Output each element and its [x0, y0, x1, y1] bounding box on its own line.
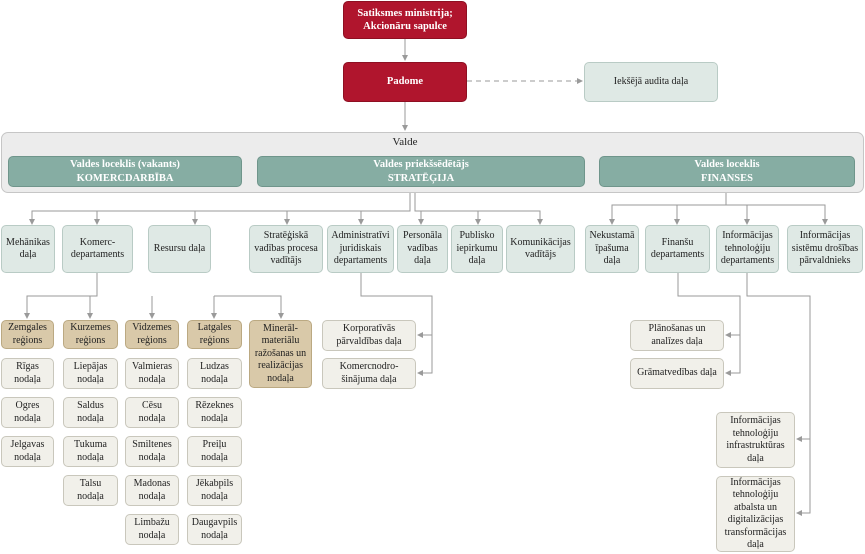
- fin-sub-plan-label: Plānošanas un analīzes daļa: [648, 323, 706, 347]
- branch-node: Limbažu nodaļa: [125, 514, 179, 545]
- region-vidzeme: Vidzemes reģions: [125, 320, 179, 349]
- admin-sub-corp: Korporatīvās pārvaldības daļa: [322, 320, 416, 351]
- unit-personal: Personāla vadības daļa: [397, 225, 448, 273]
- admin-sub-corp-label: Korporatīvās pārvaldības daļa: [336, 323, 402, 347]
- branch-node: Smiltenes nodaļa: [125, 436, 179, 467]
- unit-sec-label: Informācijas sistēmu drošības pārvaldnie…: [791, 230, 859, 267]
- unit-komerc: Komerc-departaments: [62, 225, 133, 273]
- board-right-sub: FINANSES: [701, 172, 753, 184]
- branch-node: Liepājas nodaļa: [63, 358, 118, 389]
- branch-label: Preiļu nodaļa: [201, 439, 228, 463]
- audit-box: Iekšējā audita daļa: [584, 62, 718, 102]
- branch-node: Rīgas nodaļa: [1, 358, 54, 389]
- region-zemgale: Zemgales reģions: [1, 320, 54, 349]
- board-chairman-strategy: Valdes priekšsēdētājs STRATĒĢIJA: [257, 156, 585, 187]
- branch-label: Liepājas nodaļa: [73, 361, 108, 385]
- branch-label: Cēsu nodaļa: [138, 400, 166, 424]
- branch-node: Madonas nodaļa: [125, 475, 179, 506]
- fin-sub-acct-label: Grāmatvedības daļa: [637, 367, 717, 379]
- branch-label: Limbažu nodaļa: [134, 517, 170, 541]
- branch-node: Valmieras nodaļa: [125, 358, 179, 389]
- branch-node: Tukuma nodaļa: [63, 436, 118, 467]
- board-center-title: Valdes priekšsēdētājs: [373, 159, 469, 171]
- it-sub-support: Informācijas tehnoloģiju atbalsta un dig…: [716, 476, 795, 552]
- unit-finansu-label: Finanšu departaments: [650, 236, 705, 261]
- unit-nekust-label: Nekustamā īpašuma daļa: [589, 230, 635, 267]
- unit-strat-label: Stratēģiskā vadības procesa vadītājs: [254, 230, 318, 267]
- ministry-label: Satiksmes ministrija; Akcionāru sapulce: [357, 7, 453, 32]
- unit-publisko-label: Publisko iepirkumu daļa: [456, 230, 498, 267]
- admin-sub-trade-label: Komercnodro-šinājuma daļa: [339, 361, 399, 385]
- unit-admin-label: Administratīvi juridiskais departaments: [331, 230, 390, 267]
- board-center-sub: STRATĒĢIJA: [387, 172, 455, 184]
- region-kurzeme-label: Kurzemes reģions: [70, 322, 111, 346]
- unit-finansu: Finanšu departaments: [645, 225, 710, 273]
- branch-label: Valmieras nodaļa: [132, 361, 172, 385]
- branch-node: Jēkabpils nodaļa: [187, 475, 242, 506]
- fin-sub-acct: Grāmatvedības daļa: [630, 358, 724, 389]
- unit-personal-label: Personāla vadības daļa: [403, 230, 442, 267]
- branch-node: Preiļu nodaļa: [187, 436, 242, 467]
- unit-publisko: Publisko iepirkumu daļa: [451, 225, 503, 273]
- board-label: Valde: [392, 136, 418, 148]
- branch-label: Tukuma nodaļa: [74, 439, 107, 463]
- board-left-sub: KOMERCDARBĪBA: [76, 172, 174, 184]
- region-latgale: Latgales reģions: [187, 320, 242, 349]
- region-vidzeme-label: Vidzemes reģions: [132, 322, 172, 346]
- unit-komunik-label: Komunikācijas vadītājs: [510, 236, 571, 261]
- branch-node: Ludzas nodaļa: [187, 358, 242, 389]
- unit-mech-label: Mehānikas daļa: [6, 236, 50, 261]
- board-left-title: Valdes loceklis (vakants): [70, 159, 180, 171]
- council-box: Padome: [343, 62, 467, 102]
- branch-label: Jēkabpils nodaļa: [195, 478, 234, 502]
- unit-strat: Stratēģiskā vadības procesa vadītājs: [249, 225, 323, 273]
- unit-admin: Administratīvi juridiskais departaments: [327, 225, 394, 273]
- branch-label: Talsu nodaļa: [77, 478, 104, 502]
- branch-label: Ogres nodaļa: [14, 400, 41, 424]
- board-member-commerce: Valdes loceklis (vakants) KOMERCDARBĪBA: [8, 156, 242, 187]
- unit-resursu: Resursu daļa: [148, 225, 211, 273]
- unit-it-label: Informācijas tehnoloģiju departaments: [720, 230, 775, 267]
- board-right-title: Valdes loceklis: [694, 159, 760, 171]
- council-label: Padome: [386, 76, 424, 88]
- branch-label: Jelgavas nodaļa: [10, 439, 45, 463]
- branch-label: Rēzeknes nodaļa: [195, 400, 234, 424]
- it-sub-infra-label: Informācijas tehnoloģiju infrastruktūras…: [726, 415, 785, 464]
- it-sub-support-label: Informācijas tehnoloģiju atbalsta un dig…: [724, 476, 787, 551]
- unit-komerc-label: Komerc-departaments: [70, 236, 125, 261]
- branch-node: Ogres nodaļa: [1, 397, 54, 428]
- unit-it: Informācijas tehnoloģiju departaments: [716, 225, 779, 273]
- region-kurzeme: Kurzemes reģions: [63, 320, 118, 349]
- branch-label: Rīgas nodaļa: [14, 361, 41, 385]
- branch-node: Cēsu nodaļa: [125, 397, 179, 428]
- audit-label: Iekšējā audita daļa: [613, 75, 689, 87]
- branch-label: Daugavpils nodaļa: [191, 517, 238, 541]
- branch-node: Jelgavas nodaļa: [1, 436, 54, 467]
- branch-node: Rēzeknes nodaļa: [187, 397, 242, 428]
- branch-node: Daugavpils nodaļa: [187, 514, 242, 545]
- it-sub-infra: Informācijas tehnoloģiju infrastruktūras…: [716, 412, 795, 468]
- admin-sub-trade: Komercnodro-šinājuma daļa: [322, 358, 416, 389]
- unit-mech: Mehānikas daļa: [1, 225, 55, 273]
- branch-node: Saldus nodaļa: [63, 397, 118, 428]
- unit-komunik: Komunikācijas vadītājs: [506, 225, 575, 273]
- branch-label: Madonas nodaļa: [133, 478, 171, 502]
- branch-label: Ludzas nodaļa: [200, 361, 229, 385]
- region-mineral-label: Minerāl-materiālu ražošanas un realizāci…: [254, 322, 307, 384]
- unit-nekust: Nekustamā īpašuma daļa: [585, 225, 639, 273]
- unit-sec: Informācijas sistēmu drošības pārvaldnie…: [787, 225, 863, 273]
- branch-label: Smiltenes nodaļa: [132, 439, 172, 463]
- branch-node: Talsu nodaļa: [63, 475, 118, 506]
- branch-label: Saldus nodaļa: [77, 400, 104, 424]
- region-zemgale-label: Zemgales reģions: [8, 322, 47, 346]
- unit-resursu-label: Resursu daļa: [153, 242, 206, 254]
- region-mineral: Minerāl-materiālu ražošanas un realizāci…: [249, 320, 312, 388]
- board-member-finance: Valdes loceklis FINANSES: [599, 156, 855, 187]
- fin-sub-plan: Plānošanas un analīzes daļa: [630, 320, 724, 351]
- region-latgale-label: Latgales reģions: [197, 322, 232, 346]
- ministry-box: Satiksmes ministrija; Akcionāru sapulce: [343, 1, 467, 39]
